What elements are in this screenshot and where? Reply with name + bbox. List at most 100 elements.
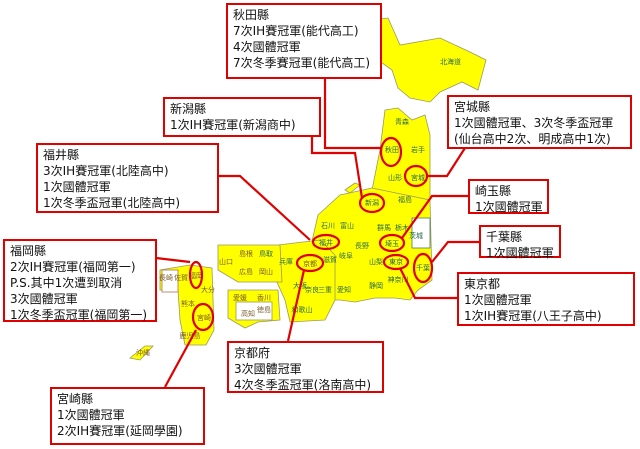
callout-fukuoka: 福岡縣 2次IH賽冠軍(福岡第一) P.S.其中1次遭到取消 3次國體冠軍 1次…	[3, 239, 157, 322]
highlight-markers	[155, 78, 479, 388]
prefecture-label: 青森	[395, 117, 409, 126]
callout-line: P.S.其中1次遭到取消	[10, 276, 123, 290]
callout-line: 1次國體冠軍	[464, 293, 532, 307]
miyazaki-marker	[191, 302, 215, 332]
callout-title: 崎玉縣	[475, 184, 512, 198]
prefecture-label: 鳥取	[259, 249, 273, 258]
callout-line: 2次IH賽冠軍(延岡學園)	[57, 424, 183, 438]
prefecture-label: 石川	[321, 222, 335, 230]
prefecture-label: 福井	[319, 238, 333, 247]
prefecture-label: 京都	[303, 259, 317, 268]
prefecture-label: 三重	[318, 286, 332, 294]
miyazaki-connector	[164, 329, 197, 388]
prefecture-label: 山口	[219, 257, 233, 266]
prefecture-label: 埼玉	[385, 239, 399, 248]
prefecture-label: 島根	[239, 249, 253, 258]
callout-line: 1次國體冠軍	[57, 408, 125, 422]
prefecture-label: 岐阜	[339, 251, 353, 260]
ibaraki-white	[411, 217, 431, 249]
callout-saitama: 崎玉縣 1次國體冠軍	[468, 179, 549, 214]
callout-line: 1次IH賽冠軍(八王子高中)	[464, 309, 602, 323]
niigata-marker	[358, 192, 386, 214]
prefecture-label: 長野	[355, 242, 369, 250]
prefecture-label: 滋賀	[323, 255, 337, 264]
prefecture-label: 愛知	[337, 285, 351, 294]
callout-chiba: 千葉縣 1次國體冠軍	[479, 225, 561, 260]
callout-line: 1次冬季盃冠軍(北陸高中)	[43, 196, 180, 210]
callout-niigata: 新潟縣 1次IH賽冠軍(新潟商中)	[163, 97, 321, 137]
callout-line: 1次IH賽冠軍(新潟商中)	[170, 118, 296, 132]
tokyo-connector	[399, 267, 457, 300]
prefecture-label: 富山	[340, 221, 354, 230]
prefecture-label: 栃木	[395, 223, 409, 232]
prefecture-label: 茨城	[409, 231, 423, 240]
prefecture-label: 群馬	[377, 223, 391, 232]
callout-title: 千葉縣	[486, 230, 523, 244]
fukuoka-connector	[155, 256, 191, 264]
kochi-white	[235, 301, 273, 321]
callout-line: 1次冬季盃冠軍(福岡第一)	[10, 308, 147, 322]
callout-title: 新潟縣	[170, 102, 207, 116]
callout-line: 3次國體冠軍	[10, 292, 78, 306]
prefecture-label: 福島	[398, 195, 412, 204]
prefecture-label: 福岡	[189, 271, 203, 280]
callout-kyoto: 京都府 3次國體冠軍 4次冬季盃冠軍(洛南高中)	[227, 341, 384, 393]
callout-fukui: 福井縣 3次IH賽冠軍(北陸高中) 1次國體冠軍 1次冬季盃冠軍(北陸高中)	[36, 143, 219, 213]
prefecture-label: 秋田	[385, 145, 399, 154]
prefecture-label: 奈良	[305, 285, 319, 294]
prefecture-label: 山梨	[369, 257, 383, 266]
hokkaido-region	[371, 17, 487, 103]
callout-line: 4次國體冠軍	[233, 40, 301, 54]
kyoto-marker	[295, 253, 325, 273]
callout-line: 7次冬季賽冠軍(能代高工)	[233, 56, 370, 70]
chugoku-region	[217, 244, 283, 283]
callout-line: 1次國體冠軍	[475, 200, 543, 214]
nagasaki-white	[161, 269, 179, 293]
prefecture-label: 岡山	[259, 267, 273, 276]
prefecture-label: 愛媛	[233, 293, 247, 302]
callout-miyagi: 宮城縣 1次國體冠軍、3次冬季盃冠軍 (仙台高中2次、明成高中1次)	[447, 95, 632, 149]
kinki-region	[275, 239, 336, 323]
callout-title: 宮城縣	[454, 100, 491, 114]
prefecture-label: 広島	[239, 267, 253, 276]
tokyo-marker	[382, 253, 410, 271]
prefecture-label: 神奈川	[388, 275, 409, 284]
prefecture-label: 新潟	[365, 198, 379, 207]
prefecture-label: 和歌山	[292, 305, 313, 314]
callout-line: 3次IH賽冠軍(北陸高中)	[43, 164, 169, 178]
callout-line: (仙台高中2次、明成高中1次)	[454, 132, 611, 146]
prefecture-label: 香川	[257, 293, 271, 302]
hokkaido-label: 北海道	[440, 57, 461, 66]
akita-connector	[323, 78, 382, 150]
prefecture-label: 長崎	[159, 273, 173, 282]
kyoto-connector	[286, 269, 306, 342]
prefecture-label: 鹿児島	[180, 331, 201, 340]
prefecture-label: 大分	[201, 285, 215, 294]
prefecture-label: 岩手	[411, 145, 425, 154]
prefecture-label: 兵庫	[279, 257, 293, 266]
prefecture-label: 高知	[241, 309, 255, 318]
callout-title: 福井縣	[43, 148, 80, 162]
miyagi-connector	[427, 147, 466, 178]
callout-line: 1次國體冠軍	[486, 246, 554, 260]
fukui-marker	[311, 233, 341, 251]
prefecture-label: 東京	[389, 257, 403, 266]
callout-akita: 秋田縣 7次IH賽冠軍(能代高工) 4次國體冠軍 7次冬季賽冠軍(能代高工)	[226, 3, 382, 79]
saitama-marker	[378, 233, 406, 253]
prefecture-label: 山形	[388, 173, 402, 182]
chiba-connector	[431, 240, 479, 263]
fukui-connector	[218, 174, 311, 241]
prefecture-label: 宮崎	[197, 313, 211, 322]
callout-title: 宮崎縣	[57, 392, 94, 406]
callout-title: 京都府	[234, 346, 271, 360]
niigata-connector	[310, 136, 364, 199]
callout-line: 2次IH賽冠軍(福岡第一)	[10, 260, 136, 274]
callout-title: 秋田縣	[233, 8, 270, 22]
callout-line: 7次IH賽冠軍(能代高工)	[233, 24, 359, 38]
okinawa-island	[129, 345, 154, 361]
prefecture-label: 徳島	[257, 305, 271, 314]
callout-title: 福岡縣	[10, 244, 47, 258]
akita-marker	[379, 136, 403, 168]
